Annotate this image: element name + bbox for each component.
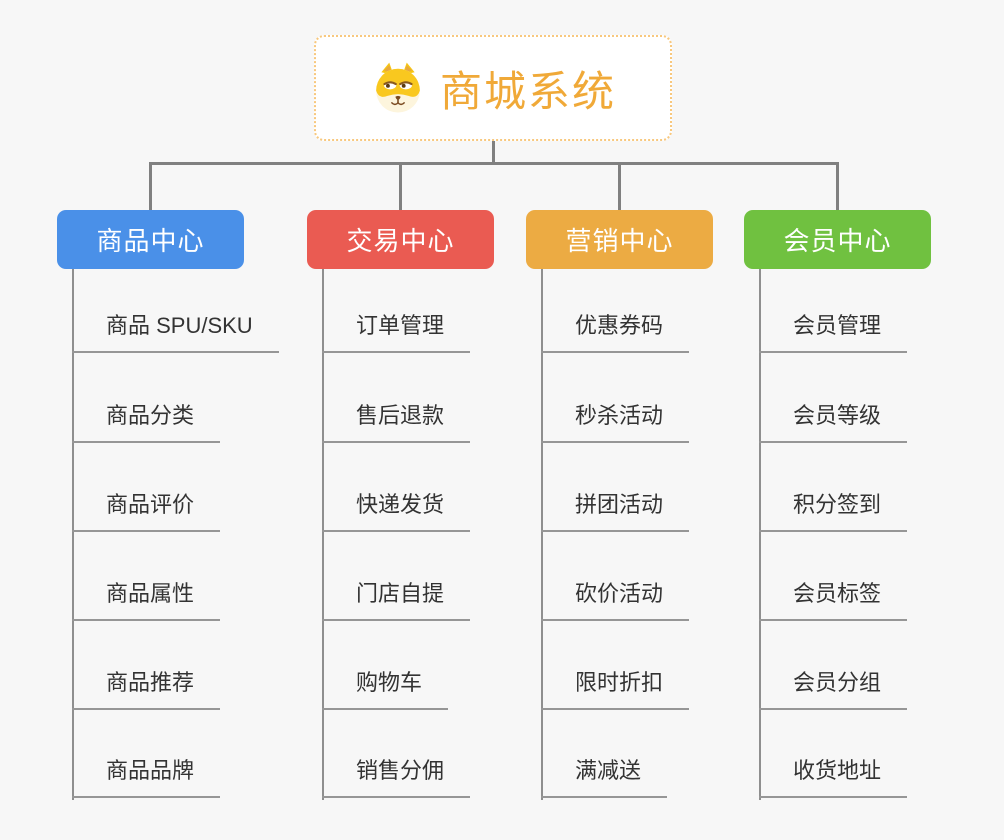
subtopic-item[interactable]: 满减送 [541, 756, 668, 798]
drop-connector-1 [149, 162, 152, 210]
drop-connector-4 [836, 162, 839, 210]
subtopic-item[interactable]: 售后退款 [322, 401, 471, 443]
subtopic-item[interactable]: 优惠券码 [541, 311, 690, 353]
branch-member-center[interactable]: 会员中心 [744, 210, 931, 269]
subtopic-item[interactable]: 会员分组 [759, 668, 908, 710]
branch-product-center[interactable]: 商品中心 [57, 210, 244, 269]
subtopic-item[interactable]: 收货地址 [759, 756, 908, 798]
subtopic-item[interactable]: 商品属性 [72, 579, 221, 621]
subtopic-item[interactable]: 限时折扣 [541, 668, 690, 710]
branch-marketing-center[interactable]: 营销中心 [526, 210, 713, 269]
spine-connector-2 [322, 269, 324, 800]
branch-trade-center[interactable]: 交易中心 [307, 210, 494, 269]
subtopic-item[interactable]: 门店自提 [322, 579, 471, 621]
spine-connector-4 [759, 269, 761, 800]
subtopic-item[interactable]: 商品评价 [72, 490, 221, 532]
root-topic-title: 商城系统 [439, 67, 616, 115]
branch-rail-connector [149, 162, 839, 165]
subtopic-item[interactable]: 商品 SPU/SKU [72, 311, 279, 353]
root-stub-connector [492, 141, 495, 165]
spine-connector-3 [541, 269, 543, 800]
drop-connector-3 [618, 162, 621, 210]
spine-connector-1 [72, 269, 74, 800]
subtopic-item[interactable]: 商品品牌 [72, 756, 221, 798]
subtopic-item[interactable]: 会员标签 [759, 579, 908, 621]
subtopic-item[interactable]: 商品推荐 [72, 668, 221, 710]
drop-connector-2 [399, 162, 402, 210]
subtopic-item[interactable]: 秒杀活动 [541, 401, 690, 443]
subtopic-item[interactable]: 销售分佣 [322, 756, 471, 798]
dog-face-icon [370, 60, 426, 116]
subtopic-item[interactable]: 会员等级 [759, 401, 908, 443]
subtopic-item[interactable]: 会员管理 [759, 311, 908, 353]
subtopic-item[interactable]: 积分签到 [759, 490, 908, 532]
subtopic-item[interactable]: 拼团活动 [541, 490, 690, 532]
subtopic-item[interactable]: 砍价活动 [541, 579, 690, 621]
subtopic-item[interactable]: 订单管理 [322, 311, 471, 353]
root-topic[interactable]: 商城系统 [314, 35, 672, 141]
subtopic-item[interactable]: 购物车 [322, 668, 449, 710]
subtopic-item[interactable]: 商品分类 [72, 401, 221, 443]
subtopic-item[interactable]: 快递发货 [322, 490, 471, 532]
